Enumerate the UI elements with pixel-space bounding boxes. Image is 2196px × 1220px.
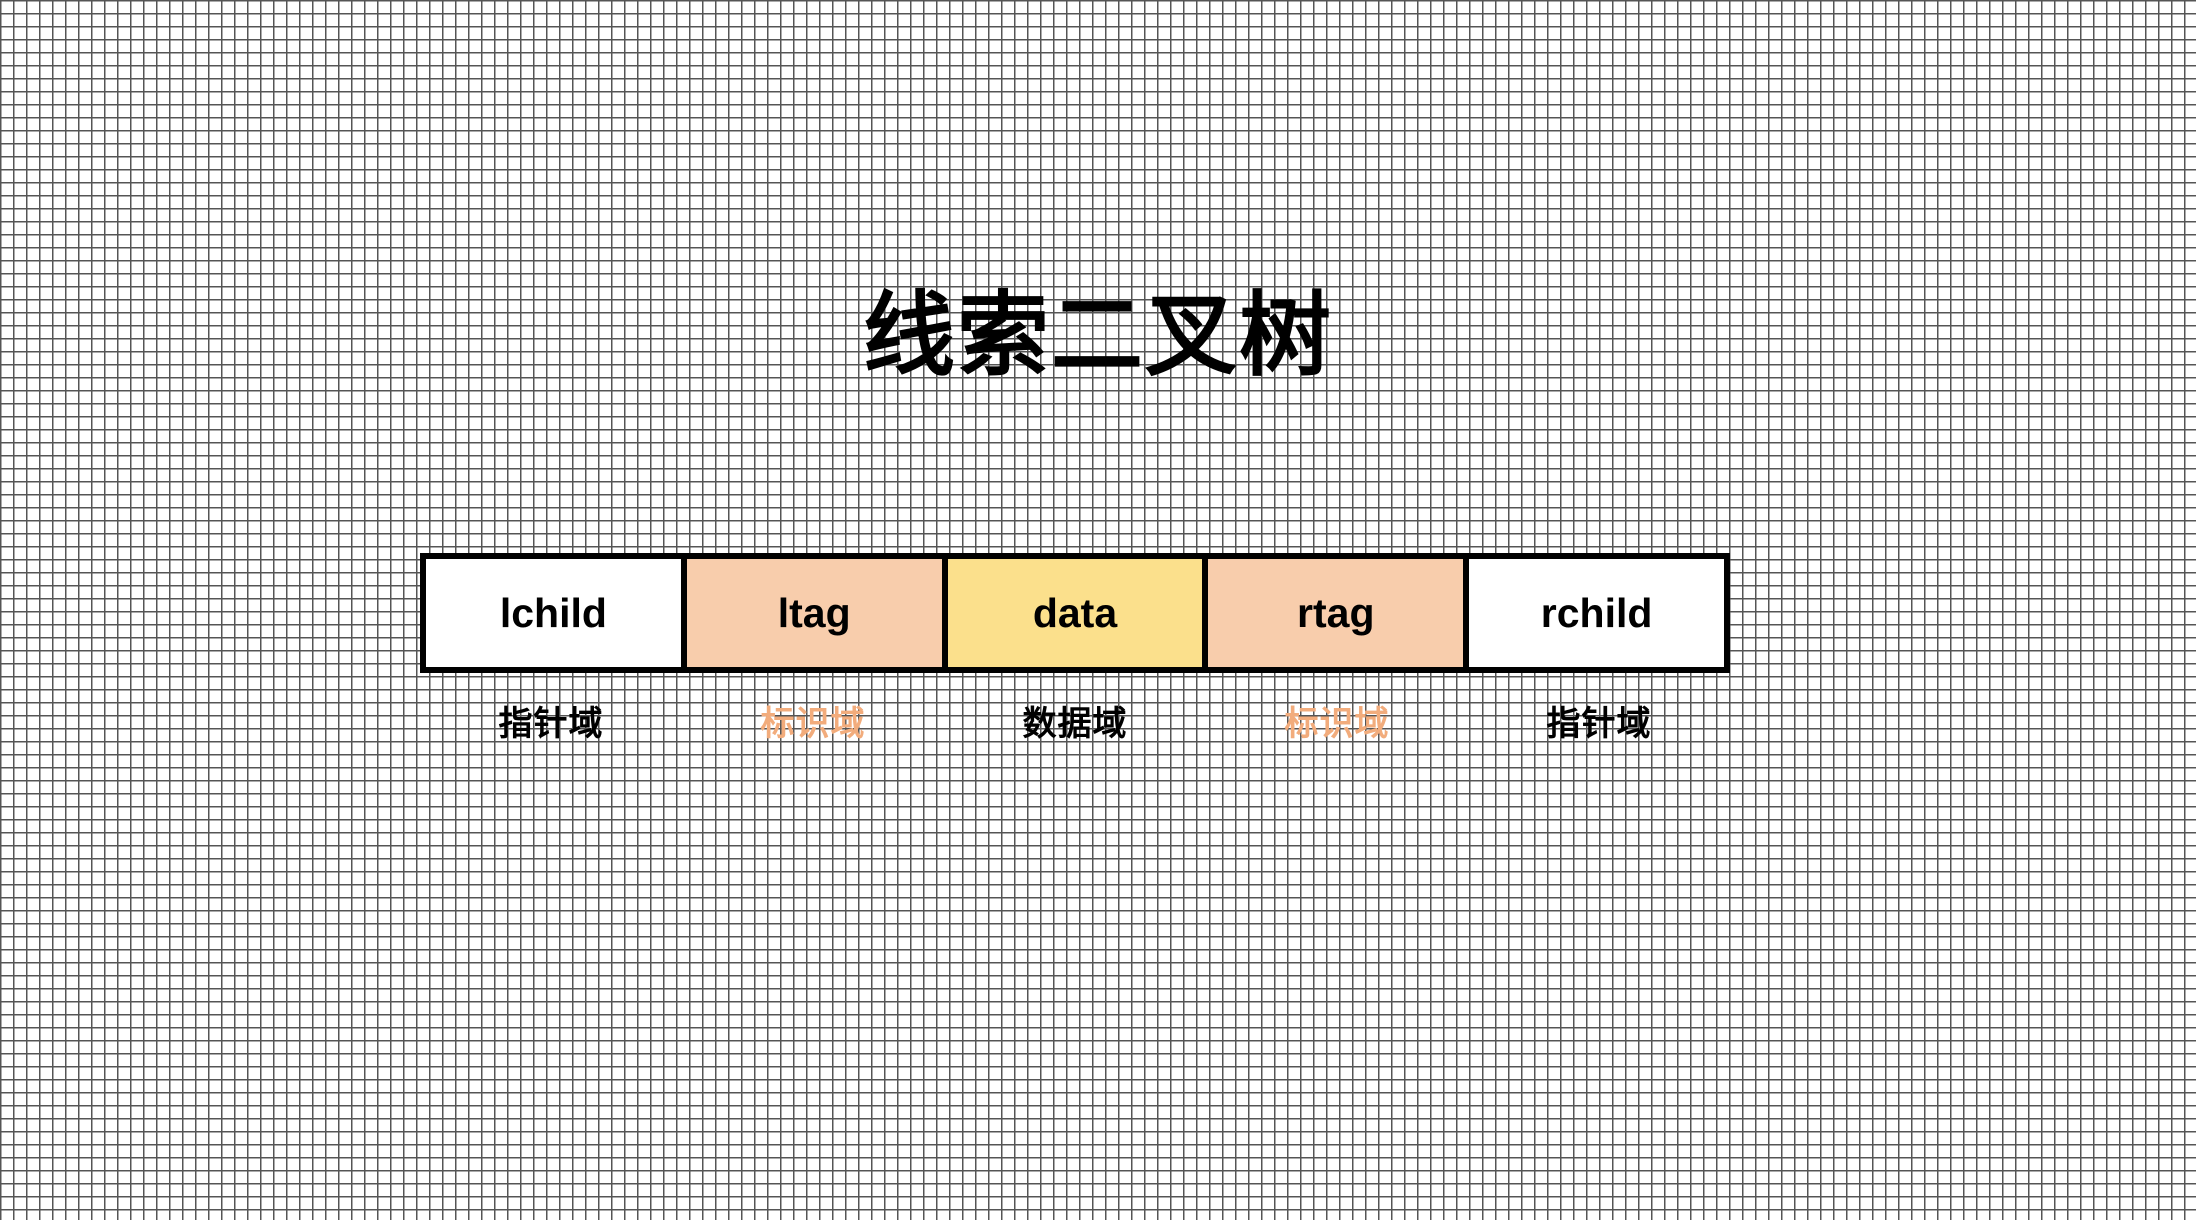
caption-lchild: 指针域: [498, 704, 604, 743]
caption-rchild: 指针域: [1546, 704, 1652, 743]
struct-caption-row: 指针域 标识域 数据域 标识域 指针域: [420, 690, 1730, 750]
threaded-node-structure-table: lchild ltag data rtag rchild: [420, 553, 1730, 673]
struct-cell-data[interactable]: data: [947, 559, 1209, 667]
caption-data: 数据域: [1022, 704, 1128, 743]
struct-cell-rchild-label: rchild: [1540, 589, 1653, 636]
struct-cell-ltag[interactable]: ltag: [686, 559, 948, 667]
struct-cell-rchild[interactable]: rchild: [1469, 559, 1724, 667]
struct-cell-ltag-label: ltag: [777, 589, 851, 636]
struct-cell-data-label: data: [1032, 589, 1118, 636]
caption-rtag: 标识域: [1284, 704, 1390, 743]
caption-ltag: 标识域: [760, 704, 866, 743]
struct-cell-rtag-label: rtag: [1297, 589, 1375, 636]
struct-cell-lchild[interactable]: lchild: [426, 559, 687, 667]
page-title: 线索二叉树: [862, 285, 1333, 387]
struct-cell-lchild-label: lchild: [499, 589, 607, 636]
struct-cell-rtag[interactable]: rtag: [1208, 559, 1470, 667]
